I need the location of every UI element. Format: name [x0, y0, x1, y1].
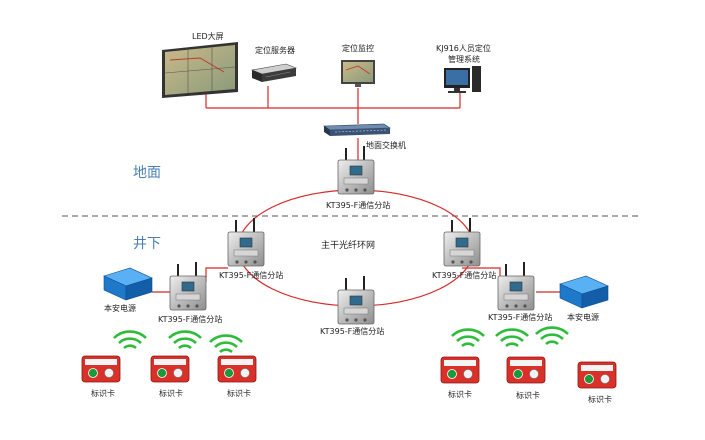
kj916-label: KJ916人员定位 [436, 44, 491, 53]
tag-card-icon [506, 356, 546, 384]
management-system-label: 管理系统 [448, 55, 480, 64]
tag-card-label: 标识卡 [91, 389, 115, 398]
wireless-icon [167, 330, 203, 350]
power-supply-icon [559, 275, 609, 309]
substation-label: KT395-F通信分站 [320, 327, 385, 336]
tag-card-label: 标识卡 [227, 389, 251, 398]
safe-power-label: 本安电源 [567, 313, 599, 322]
computer-icon [444, 66, 481, 93]
ground-switch-label: 地面交换机 [366, 141, 406, 150]
tag-card-icon [217, 355, 257, 383]
ground-network-lines [205, 86, 461, 160]
substation-icon [337, 275, 375, 325]
tag-card-label: 标识卡 [516, 391, 540, 400]
server-icon [250, 63, 298, 82]
substation-label: KT395-F通信分站 [326, 201, 391, 210]
power-supply-icon [103, 267, 153, 301]
substation-label: KT395-F通信分站 [219, 271, 284, 280]
wireless-icon [112, 330, 148, 350]
wireless-icon [450, 328, 486, 348]
substation-label: KT395-F通信分站 [488, 313, 553, 322]
monitor-map-icon [341, 60, 375, 87]
tag-card-label: 标识卡 [448, 390, 472, 399]
tag-card-icon [440, 356, 480, 384]
wireless-icon [534, 326, 570, 346]
tag-card-label: 标识卡 [588, 395, 612, 404]
tag-card-label: 标识卡 [159, 389, 183, 398]
substation-icon [227, 217, 265, 267]
led-screen-icon [162, 42, 238, 98]
tag-card-icon [81, 355, 121, 383]
led-screen-label: LED大屏 [192, 32, 224, 41]
substation-icon [337, 145, 375, 195]
tag-card-icon [577, 361, 617, 389]
substation-icon [443, 217, 481, 267]
substation-icon [169, 261, 207, 311]
switch-icon [323, 123, 391, 136]
safe-power-label: 本安电源 [104, 304, 136, 313]
substation-label: KT395-F通信分站 [158, 315, 223, 324]
substation-label: KT395-F通信分站 [432, 271, 497, 280]
location-monitor-label: 定位监控 [342, 44, 374, 53]
ground-zone-label: 地面 [133, 165, 161, 181]
location-server-label: 定位服务器 [255, 46, 295, 55]
substation-icon [497, 261, 535, 311]
underground-zone-label: 井下 [133, 236, 161, 252]
wireless-icon [208, 334, 244, 354]
ring-network-label: 主干光纤环网 [321, 241, 376, 251]
tag-card-icon [150, 355, 190, 383]
wireless-icon [494, 328, 530, 348]
